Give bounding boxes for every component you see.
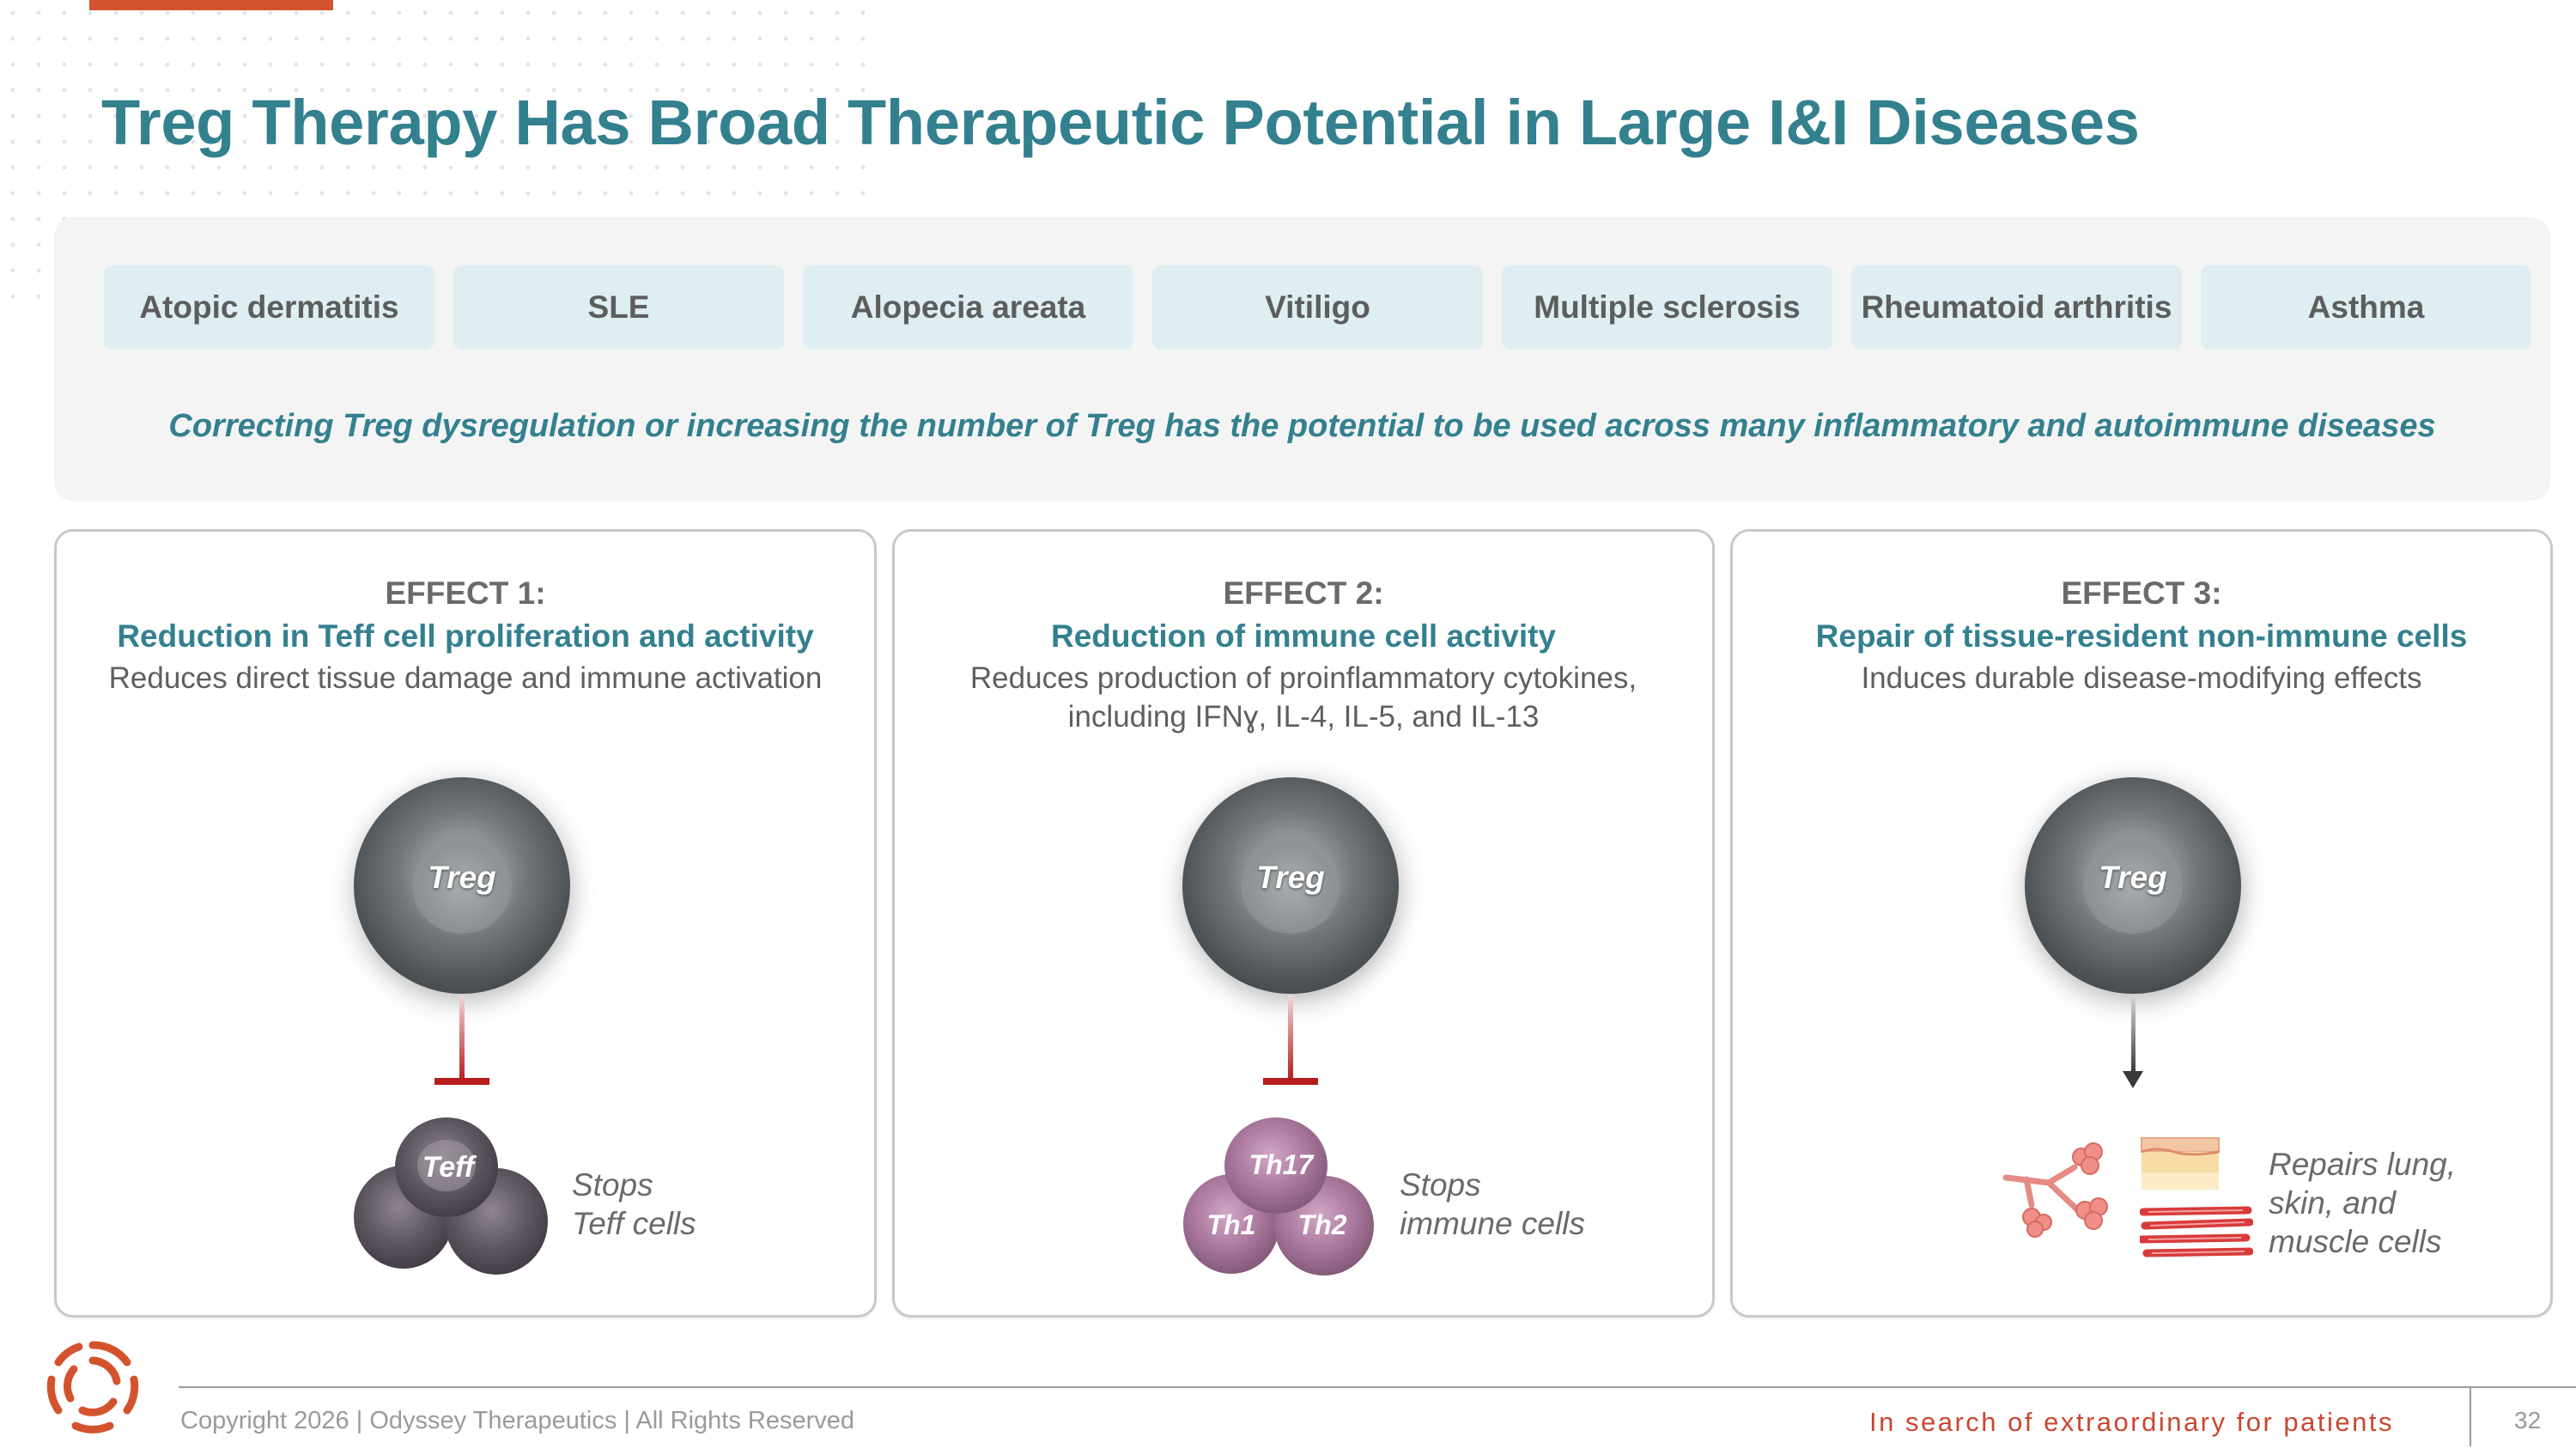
effect-card-2: EFFECT 2: Reduction of immune cell activ…	[892, 529, 1715, 1318]
disease-pill: Multiple sclerosis	[1502, 265, 1832, 350]
inhibition-bar	[1263, 1078, 1318, 1085]
disease-pill: SLE	[453, 265, 784, 350]
disease-pill: Vitiligo	[1152, 265, 1483, 350]
treg-cell-icon: Treg	[354, 777, 570, 994]
effect-card-3: EFFECT 3: Repair of tissue-resident non-…	[1730, 529, 2553, 1318]
disease-pill: Alopecia areata	[803, 265, 1133, 350]
outcome-line: Repairs lung,	[2269, 1147, 2457, 1182]
effect-card-1: EFFECT 1: Reduction in Teff cell prolife…	[54, 529, 877, 1318]
outcome-line: muscle cells	[2269, 1224, 2442, 1259]
arrow-line	[2131, 995, 2136, 1073]
treg-core	[412, 837, 512, 934]
footer-tagline: In search of extraordinary for patients	[1869, 1407, 2394, 1437]
effect-description: Induces durable disease-modifying effect…	[1861, 661, 2422, 695]
teff-label: Teff	[422, 1151, 477, 1184]
teff-cell-cluster-icon: Teff	[354, 1117, 548, 1275]
disease-panel: Atopic dermatitis SLE Alopecia areata Vi…	[54, 217, 2550, 501]
effect-number: EFFECT 2:	[1223, 575, 1384, 611]
effect-number: EFFECT 3:	[2061, 575, 2222, 611]
th2-label: Th2	[1298, 1209, 1347, 1240]
footer-copyright: Copyright 2026 | Odyssey Therapeutics | …	[180, 1407, 855, 1434]
th1-label: Th1	[1207, 1209, 1256, 1240]
effect-header: EFFECT 2: Reduction of immune cell activ…	[895, 573, 1712, 736]
effect-title: Reduction of immune cell activity	[1050, 618, 1556, 654]
inhibition-bar	[434, 1078, 489, 1085]
effect-outcome: Stops immune cells	[1400, 1166, 1585, 1243]
effect-outcome: Stops Teff cells	[572, 1166, 696, 1243]
outcome-line: immune cells	[1400, 1206, 1585, 1241]
disease-pill: Rheumatoid arthritis	[1851, 265, 2182, 350]
lung-icon	[2002, 1142, 2108, 1238]
odyssey-logo-icon	[46, 1341, 139, 1434]
treg-label: Treg	[2099, 860, 2167, 895]
outcome-line: Teff cells	[572, 1206, 696, 1241]
effect-description: including IFNɣ, IL-4, IL-5, and IL-13	[1067, 700, 1540, 734]
disease-pills: Atopic dermatitis SLE Alopecia areata Vi…	[104, 265, 2531, 350]
panel-tagline: Correcting Treg dysregulation or increas…	[168, 408, 2436, 444]
skin-icon	[2141, 1137, 2220, 1190]
slide-title: Treg Therapy Has Broad Therapeutic Poten…	[101, 87, 2140, 158]
footer-separator	[2470, 1386, 2471, 1446]
effect-header: EFFECT 3: Repair of tissue-resident non-…	[1733, 573, 2550, 697]
treg-cell-icon: Treg	[1182, 777, 1399, 994]
inhibition-line	[1288, 995, 1293, 1081]
footer-rule	[179, 1386, 2576, 1388]
outcome-line: Stops	[572, 1167, 653, 1202]
effect-title: Reduction in Teff cell proliferation and…	[117, 618, 814, 654]
disease-pill: Atopic dermatitis	[104, 265, 434, 350]
arrow-down-icon	[2123, 1071, 2143, 1088]
outcome-line: skin, and	[2269, 1185, 2397, 1221]
muscle-icon	[2140, 1206, 2253, 1257]
treg-cell-icon: Treg	[2025, 777, 2241, 994]
treg-core	[1241, 837, 1340, 934]
treg-core	[2083, 837, 2183, 934]
inhibition-line	[459, 995, 465, 1081]
treg-label: Treg	[428, 860, 496, 895]
outcome-line: Stops	[1400, 1167, 1481, 1202]
disease-pill: Asthma	[2201, 265, 2531, 350]
effect-header: EFFECT 1: Reduction in Teff cell prolife…	[57, 573, 874, 697]
th17-cell	[1224, 1117, 1327, 1214]
effect-description: Reduces production of proinflammatory cy…	[969, 661, 1637, 695]
effect-description: Reduces direct tissue damage and immune …	[108, 661, 823, 695]
effect-outcome: Repairs lung, skin, and muscle cells	[2269, 1145, 2456, 1261]
th-cell-cluster-icon: Th17 Th1 Th2	[1183, 1117, 1374, 1275]
effect-number: EFFECT 1:	[385, 575, 546, 611]
page-number: 32	[2514, 1407, 2542, 1434]
th17-label: Th17	[1249, 1149, 1315, 1180]
effect-title: Repair of tissue-resident non-immune cel…	[1815, 618, 2468, 654]
treg-label: Treg	[1256, 860, 1325, 895]
